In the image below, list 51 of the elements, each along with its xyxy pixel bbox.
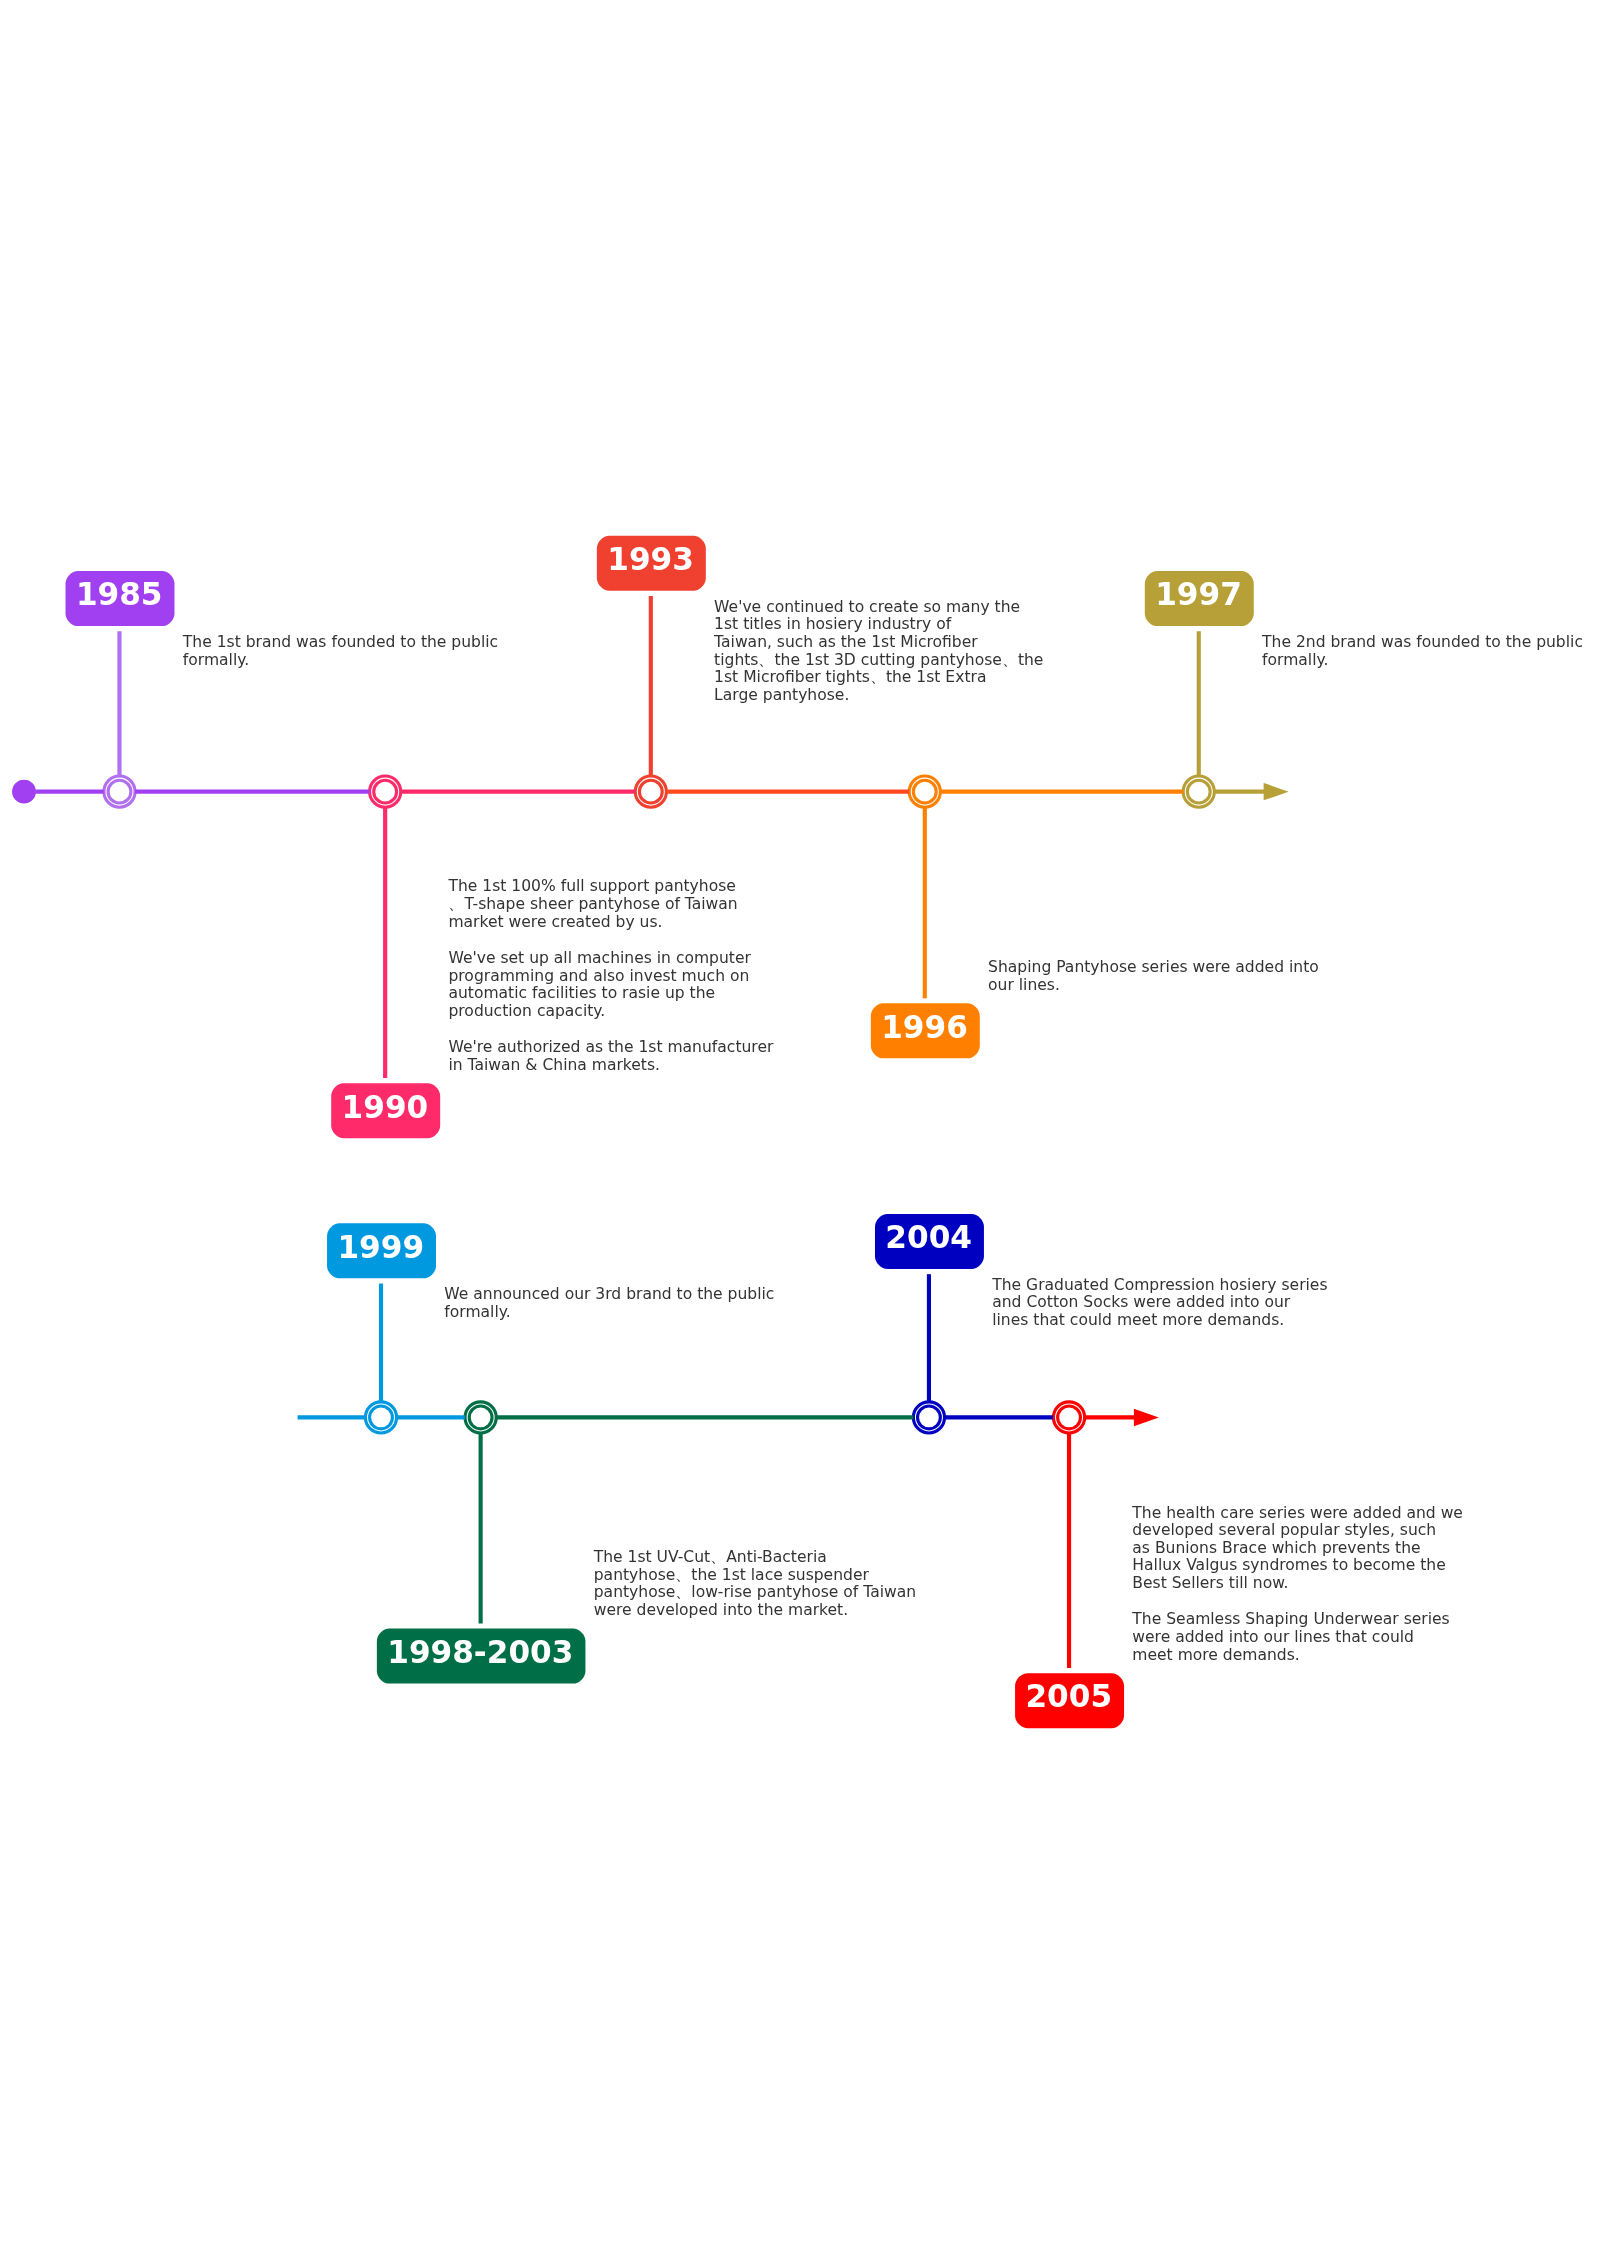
- node-label: The health care series were added and we developed several popular styles, such as Bunions Brace which prevents the Hallux Valgus syndromes to become the Best Sellers till now.: [1132, 1503, 1463, 1593]
- arrow: [1084, 1408, 1159, 1427]
- connector: [383, 807, 388, 1079]
- node-label: The Seamless Shaping Underwear series were added into our lines that could meet more demands.: [1132, 1610, 1450, 1664]
- node-label: Shaping Pantyhose series were added into our lines.: [988, 958, 1319, 994]
- node-box: 1996: [870, 1003, 980, 1059]
- node-box: 1993: [596, 535, 706, 591]
- node-box: 2004: [875, 1214, 984, 1269]
- connector: [1066, 1433, 1072, 1669]
- node-circle: [363, 1400, 399, 1435]
- connector: [648, 596, 653, 776]
- arrow: [1214, 782, 1289, 801]
- node-label: The 2nd brand was founded to the public formally.: [1262, 632, 1583, 669]
- node-box: 1998-2003: [376, 1628, 586, 1684]
- node-circle: [102, 774, 137, 809]
- connector: [117, 631, 122, 776]
- node-label: We announced our 3rd brand to the public formally.: [444, 1285, 775, 1321]
- connector: [478, 1433, 483, 1624]
- node-label: The 1st 100% full support pantyhose 、T-shape sheer pantyhose of Taiwan market were created by us.: [448, 877, 738, 931]
- node-label: The 1st UV-Cut、Anti-Bacteria pantyhose、the 1st lace suspender pantyhose、low-rise pantyhose of Taiwan were developed into the market.: [593, 1548, 917, 1620]
- node-circle: [911, 1400, 947, 1435]
- node-box: 1985: [65, 571, 175, 627]
- connector: [35, 789, 104, 794]
- node-box: 1997: [1144, 571, 1254, 627]
- connector: [496, 1415, 914, 1420]
- node-label: We're authorized as the 1st manufacturer in Taiwan & China markets.: [448, 1038, 774, 1074]
- node-box: 2005: [1015, 1673, 1125, 1729]
- connector: [378, 1283, 384, 1402]
- node-label: We've set up all machines in computer programming and also invest much on automatic facilities to rasie up the production capacity.: [448, 948, 751, 1020]
- connector: [926, 1274, 931, 1402]
- connector: [396, 1415, 465, 1420]
- connector: [922, 807, 927, 999]
- node-circle: [463, 1400, 498, 1435]
- connector: [135, 789, 370, 794]
- connector: [944, 1415, 1053, 1420]
- connector: [1196, 631, 1201, 776]
- node-circle: [907, 774, 942, 809]
- node-circle: [1051, 1400, 1087, 1435]
- node-label: The Graduated Compression hosiery series and Cotton Socks were added into our lines that could meet more demands.: [992, 1275, 1328, 1330]
- connector: [400, 789, 636, 794]
- node-label: We've continued to create so many the 1st titles in hosiery industry of Taiwan, such as the 1st Microfiber tights、the 1st 3D cutting pantyhose、the 1st Microfiber tights、the 1st Extra Large pantyhose.: [714, 597, 1044, 704]
- connector: [297, 1415, 366, 1420]
- node-label: The 1st brand was founded to the public formally.: [182, 632, 499, 669]
- node-circle: [368, 774, 403, 809]
- connector: [940, 789, 1184, 794]
- node-box: 1999: [327, 1223, 436, 1279]
- node-circle: [12, 779, 36, 804]
- node-circle: [1181, 774, 1216, 809]
- connector: [666, 789, 910, 794]
- node-circle: [633, 774, 668, 809]
- node-box: 1990: [331, 1083, 441, 1139]
